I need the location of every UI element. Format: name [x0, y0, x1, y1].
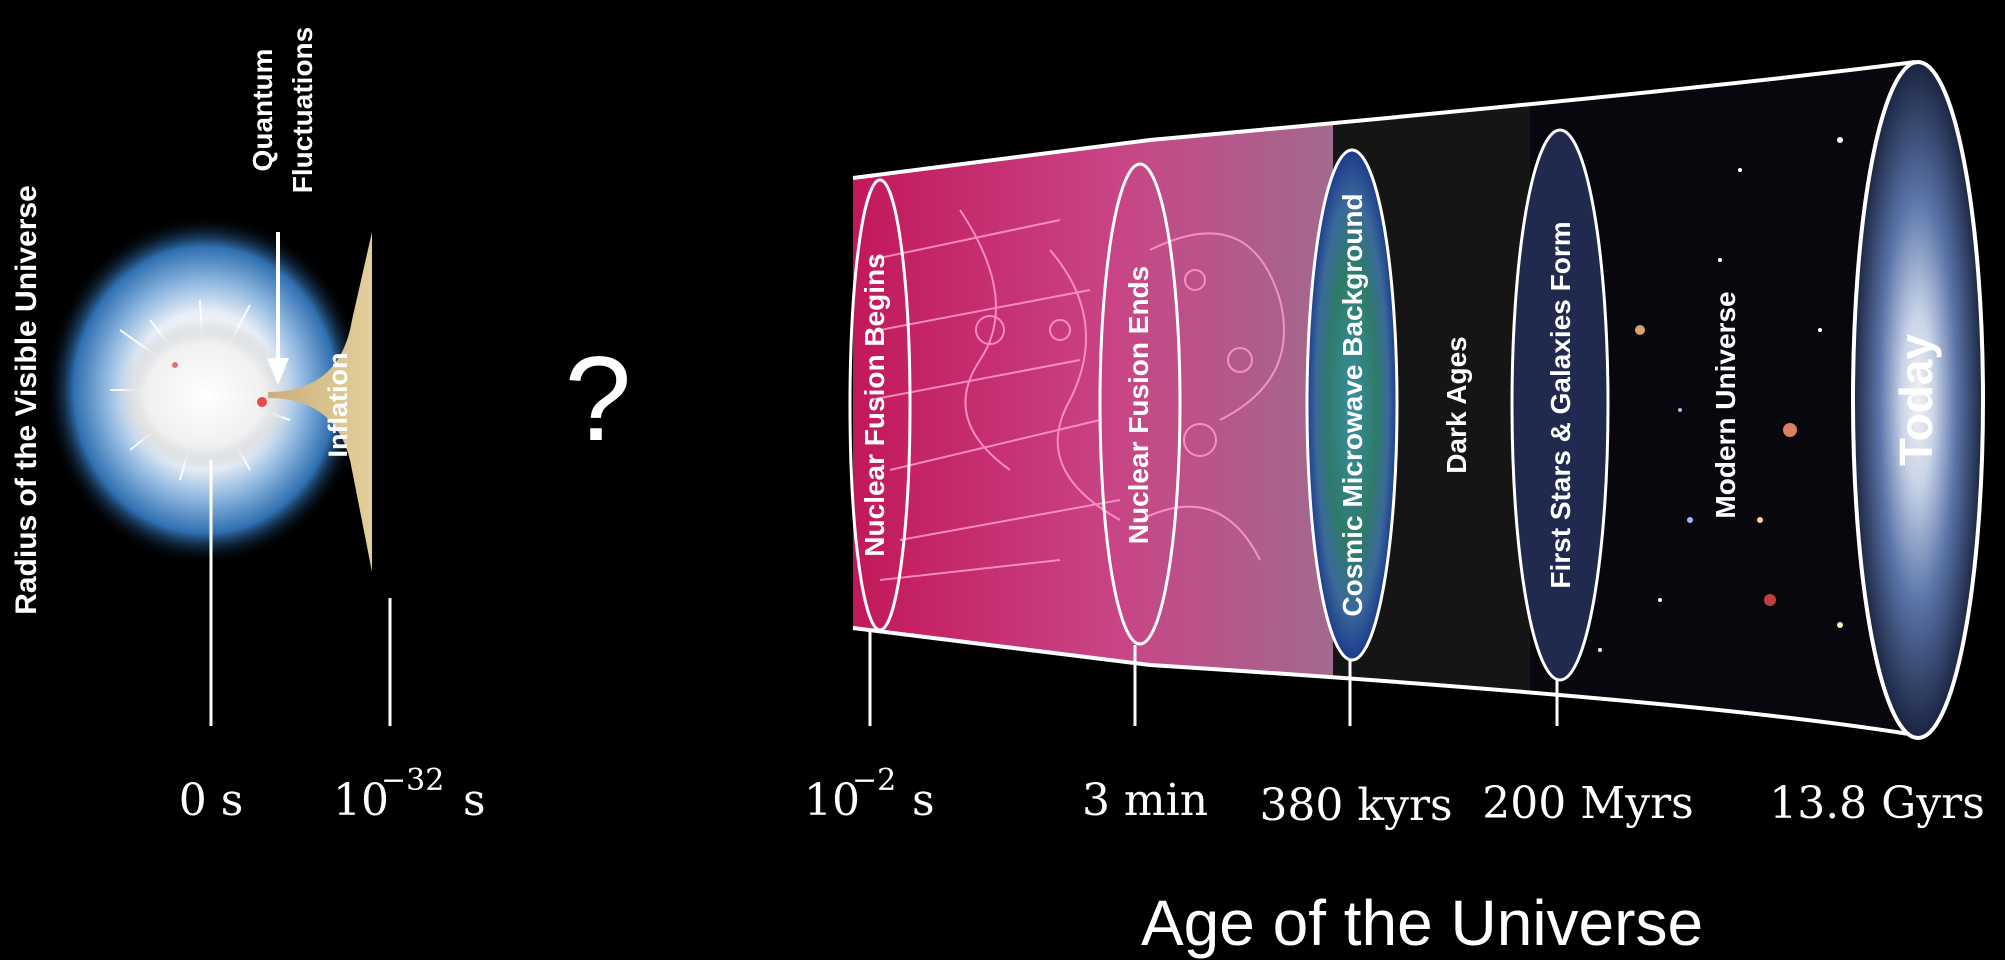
- tick-380kyrs: 380 kyrs: [1259, 780, 1452, 831]
- tick-fusion-exp: −2: [852, 763, 896, 798]
- tick-inflation: 10 −32 s: [333, 763, 486, 826]
- inflation-label: Inflation: [323, 353, 353, 458]
- quantum-arrow: [267, 232, 289, 385]
- label-fusion-ends: Nuclear Fusion Ends: [1123, 266, 1154, 545]
- quantum-label-line2: Fluctuations: [287, 27, 318, 193]
- slice-cmb: [1305, 148, 1399, 662]
- tick-lines: [209, 460, 1559, 726]
- early-universe-glow: [45, 215, 365, 565]
- tick-13-8gyrs: 13.8 Gyrs: [1769, 778, 1985, 829]
- tick-3min: 3 min: [1082, 775, 1208, 826]
- tick-inflation-base: 10: [333, 775, 389, 826]
- label-today: Today: [1890, 334, 1942, 466]
- label-cmb: Cosmic Microwave Background: [1337, 193, 1368, 616]
- y-axis-label: Radius of the Visible Universe: [10, 185, 43, 615]
- x-axis-label: Age of the Universe: [1141, 887, 1703, 959]
- label-dark-ages: Dark Ages: [1441, 336, 1472, 473]
- tick-fusion-base: 10: [804, 775, 860, 826]
- inflation-horn: [268, 232, 372, 572]
- tick-inflation-exp: −32: [381, 763, 444, 798]
- slice-today: [1851, 60, 1985, 740]
- slice-fusion-begins: [848, 178, 912, 632]
- label-first-stars: First Stars & Galaxies Form: [1545, 221, 1576, 588]
- tick-fusion: 10 −2 s: [804, 763, 935, 826]
- horn-outline: [852, 60, 1916, 737]
- tick-inflation-unit: s: [463, 775, 486, 826]
- slice-first-stars: [1510, 128, 1610, 682]
- slice-fusion-ends: [1098, 162, 1182, 646]
- label-modern-universe: Modern Universe: [1710, 291, 1741, 518]
- unknown-mark: ?: [565, 332, 632, 466]
- label-fusion-begins: Nuclear Fusion Begins: [859, 253, 890, 556]
- quantum-label-line1: Quantum: [247, 49, 278, 172]
- tick-0s: 0 s: [179, 775, 244, 826]
- tick-fusion-unit: s: [912, 775, 935, 826]
- tick-200myrs: 200 Myrs: [1482, 778, 1694, 829]
